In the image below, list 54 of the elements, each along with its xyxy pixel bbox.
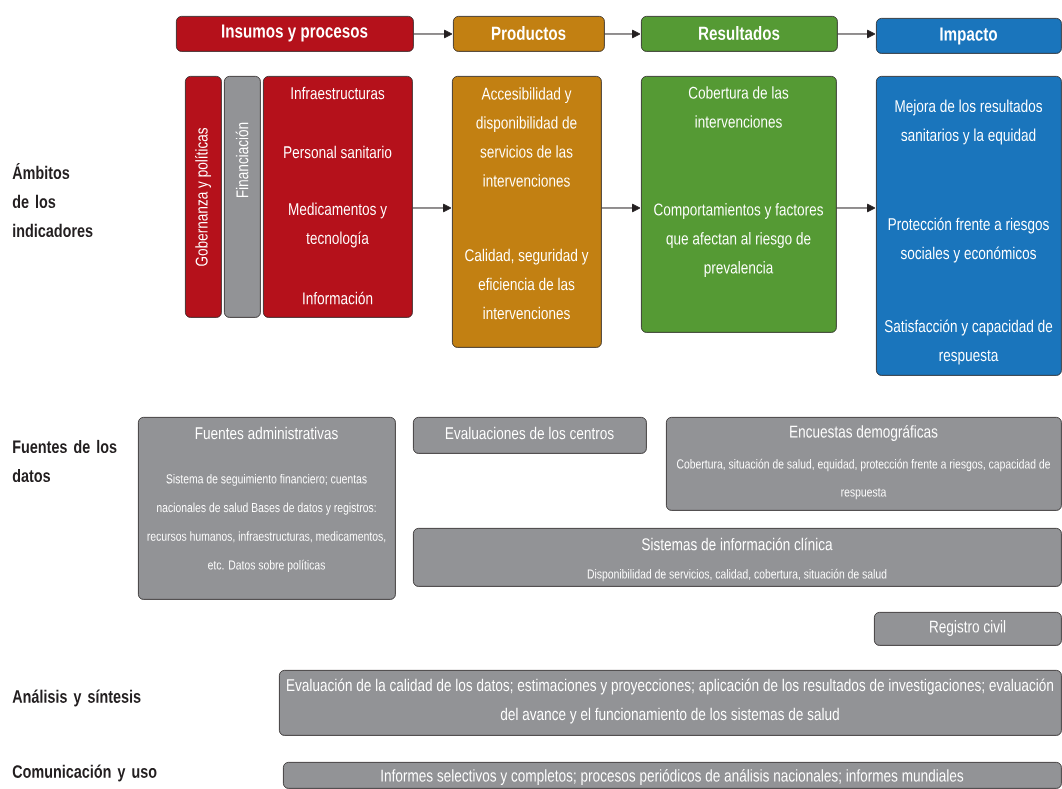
content-box [874,612,1062,646]
box-text: Protección frente a riesgos sociales y económicos [888,217,1049,263]
box-text: Personal sanitario [284,145,392,159]
row-label: Fuentes de los datos [12,439,117,483]
content-box [283,762,1062,789]
arrow [837,29,876,39]
box-text: Productos [491,26,566,40]
box-text: Fuentes administrativas [195,426,338,440]
content-box [263,76,413,318]
arrow [412,203,452,213]
box-text: Evaluación de la calidad de los datos; estimaciones y proyecciones; aplicación de los resultados de investigaciones; evaluación del avance y el funcionamiento de los sistemas de salud [287,678,1053,724]
box-text: Registro civil [930,620,1006,636]
box-text: Impacto [940,27,998,45]
box-text: Infraestructuras [291,86,385,100]
box-text: Accesibilidad y disponibilidad de servicios de las intervenciones [476,87,577,187]
box-text: Sistemas de información clínica [642,537,833,551]
stage-header [176,16,414,52]
box-text: Evaluaciones de los centros [445,426,614,440]
box-text: Encuestas demográficas [790,425,938,441]
content-box [876,76,1062,376]
vertical-bar [185,76,222,318]
box-text: Resultados [699,26,780,40]
content-box [413,417,647,454]
content-box [279,670,1062,736]
box-text: Medicamentos y tecnología [289,202,387,248]
content-box [413,528,1062,587]
content-box [666,417,1062,511]
box-text: Informes selectivos y completos; procesos periódicos de análisis nacionales; informes mundiales [381,768,964,785]
row-label: Ámbitos de los indicadores [12,162,93,238]
box-text: Financiación [235,122,249,198]
content-box [452,76,602,348]
box-text: Comportamientos y factores que afectan al riesgo de prevalencia [654,203,823,277]
content-box [641,76,837,333]
content-box [138,417,396,600]
arrow [836,203,876,213]
stage-header [453,16,605,52]
arrow [601,203,641,213]
box-text: Mejora de los resultados sanitarios y la equidad [895,99,1043,145]
box-text: Satisfacción y capacidad de respuesta [884,319,1053,365]
row-label: Análisis y síntesis [12,689,141,707]
box-text: Calidad, seguridad y eficiencia de las intervenciones [465,248,589,320]
box-text: Información [303,291,373,305]
stage-header [876,18,1062,54]
box-text: Insumos y procesos [222,24,368,42]
box-text: Sistema de seguimiento financiero; cuentas nacionales de salud Bases de datos y registros: recursos humanos, infraestructuras, medicamentos, etc. Datos sobre políticas [147,473,386,573]
arrow [413,29,453,39]
box-text: Disponibilidad de servicios, calidad, cobertura, situación de salud [587,568,887,582]
box-text: Cobertura de las intervenciones [688,86,789,128]
vertical-bar [224,76,261,318]
arrow [604,29,641,39]
row-label: Comunicación y uso [12,764,157,782]
stage-header [641,16,838,52]
box-text: Gobernanza y políticas [195,127,212,266]
box-text: Cobertura, situación de salud, equidad, protección frente a riesgos, capacidad de respuesta [677,458,1050,500]
